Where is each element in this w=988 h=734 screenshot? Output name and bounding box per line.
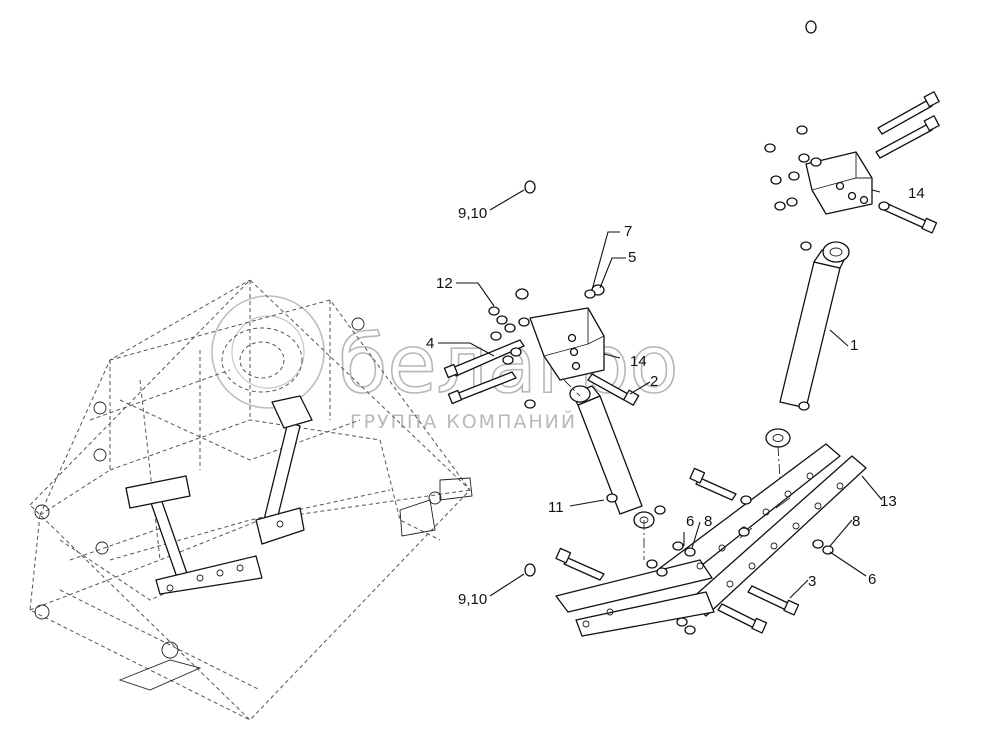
callout-6-right: 6 — [868, 571, 876, 588]
callout-6-left: 6 — [686, 513, 694, 530]
callout-14-left: 14 — [630, 353, 647, 370]
callout-12: 12 — [436, 275, 453, 292]
left-shock-absorber — [569, 385, 655, 529]
callout-9-10-lower: 9,10 — [458, 591, 487, 608]
right-upper-bracket — [805, 151, 873, 215]
bolt-3-second — [717, 603, 768, 634]
callout-3: 3 — [808, 573, 816, 590]
lever-arm-front — [575, 455, 867, 637]
bolt-4-lower — [447, 371, 517, 405]
callout-4: 4 — [426, 335, 434, 352]
bolt-4-upper — [443, 339, 525, 379]
left-upper-bracket — [529, 307, 605, 381]
callout-14-right: 14 — [908, 185, 925, 202]
bolt-lower-left-1 — [555, 547, 605, 581]
callout-5: 5 — [628, 249, 636, 266]
watermark-logo-ring — [211, 295, 325, 409]
callout-9-10-upper: 9,10 — [458, 205, 487, 222]
tractor-frame — [29, 279, 473, 721]
callout-13: 13 — [880, 493, 897, 510]
installed-shock-assembly — [125, 395, 313, 595]
callout-7: 7 — [624, 223, 632, 240]
bolt-upper-right-3 — [883, 203, 938, 234]
callout-8-left: 8 — [704, 513, 712, 530]
nuts-and-washers — [488, 20, 890, 635]
lever-arm-rear — [555, 443, 841, 613]
bolt-upper-right-2 — [875, 115, 940, 159]
callout-8-right: 8 — [852, 513, 860, 530]
callout-1: 1 — [850, 337, 858, 354]
callout-labels: 9,10 9,10 12 4 7 5 14 2 14 1 13 11 6 8 3… — [426, 185, 925, 608]
leader-lines — [438, 189, 883, 599]
watermark-tagline: ГРУППА КОМПАНИЙ — [350, 410, 577, 433]
bolt-2 — [587, 373, 640, 406]
bolts — [443, 91, 940, 634]
bolt-upper-right-1 — [877, 91, 940, 135]
callout-11: 11 — [548, 499, 564, 516]
right-shock-absorber — [765, 241, 850, 448]
callout-2: 2 — [650, 373, 658, 390]
bolt-3 — [747, 585, 800, 616]
bolt-lower-left-2 — [689, 467, 737, 501]
assembly-axes — [563, 379, 781, 560]
